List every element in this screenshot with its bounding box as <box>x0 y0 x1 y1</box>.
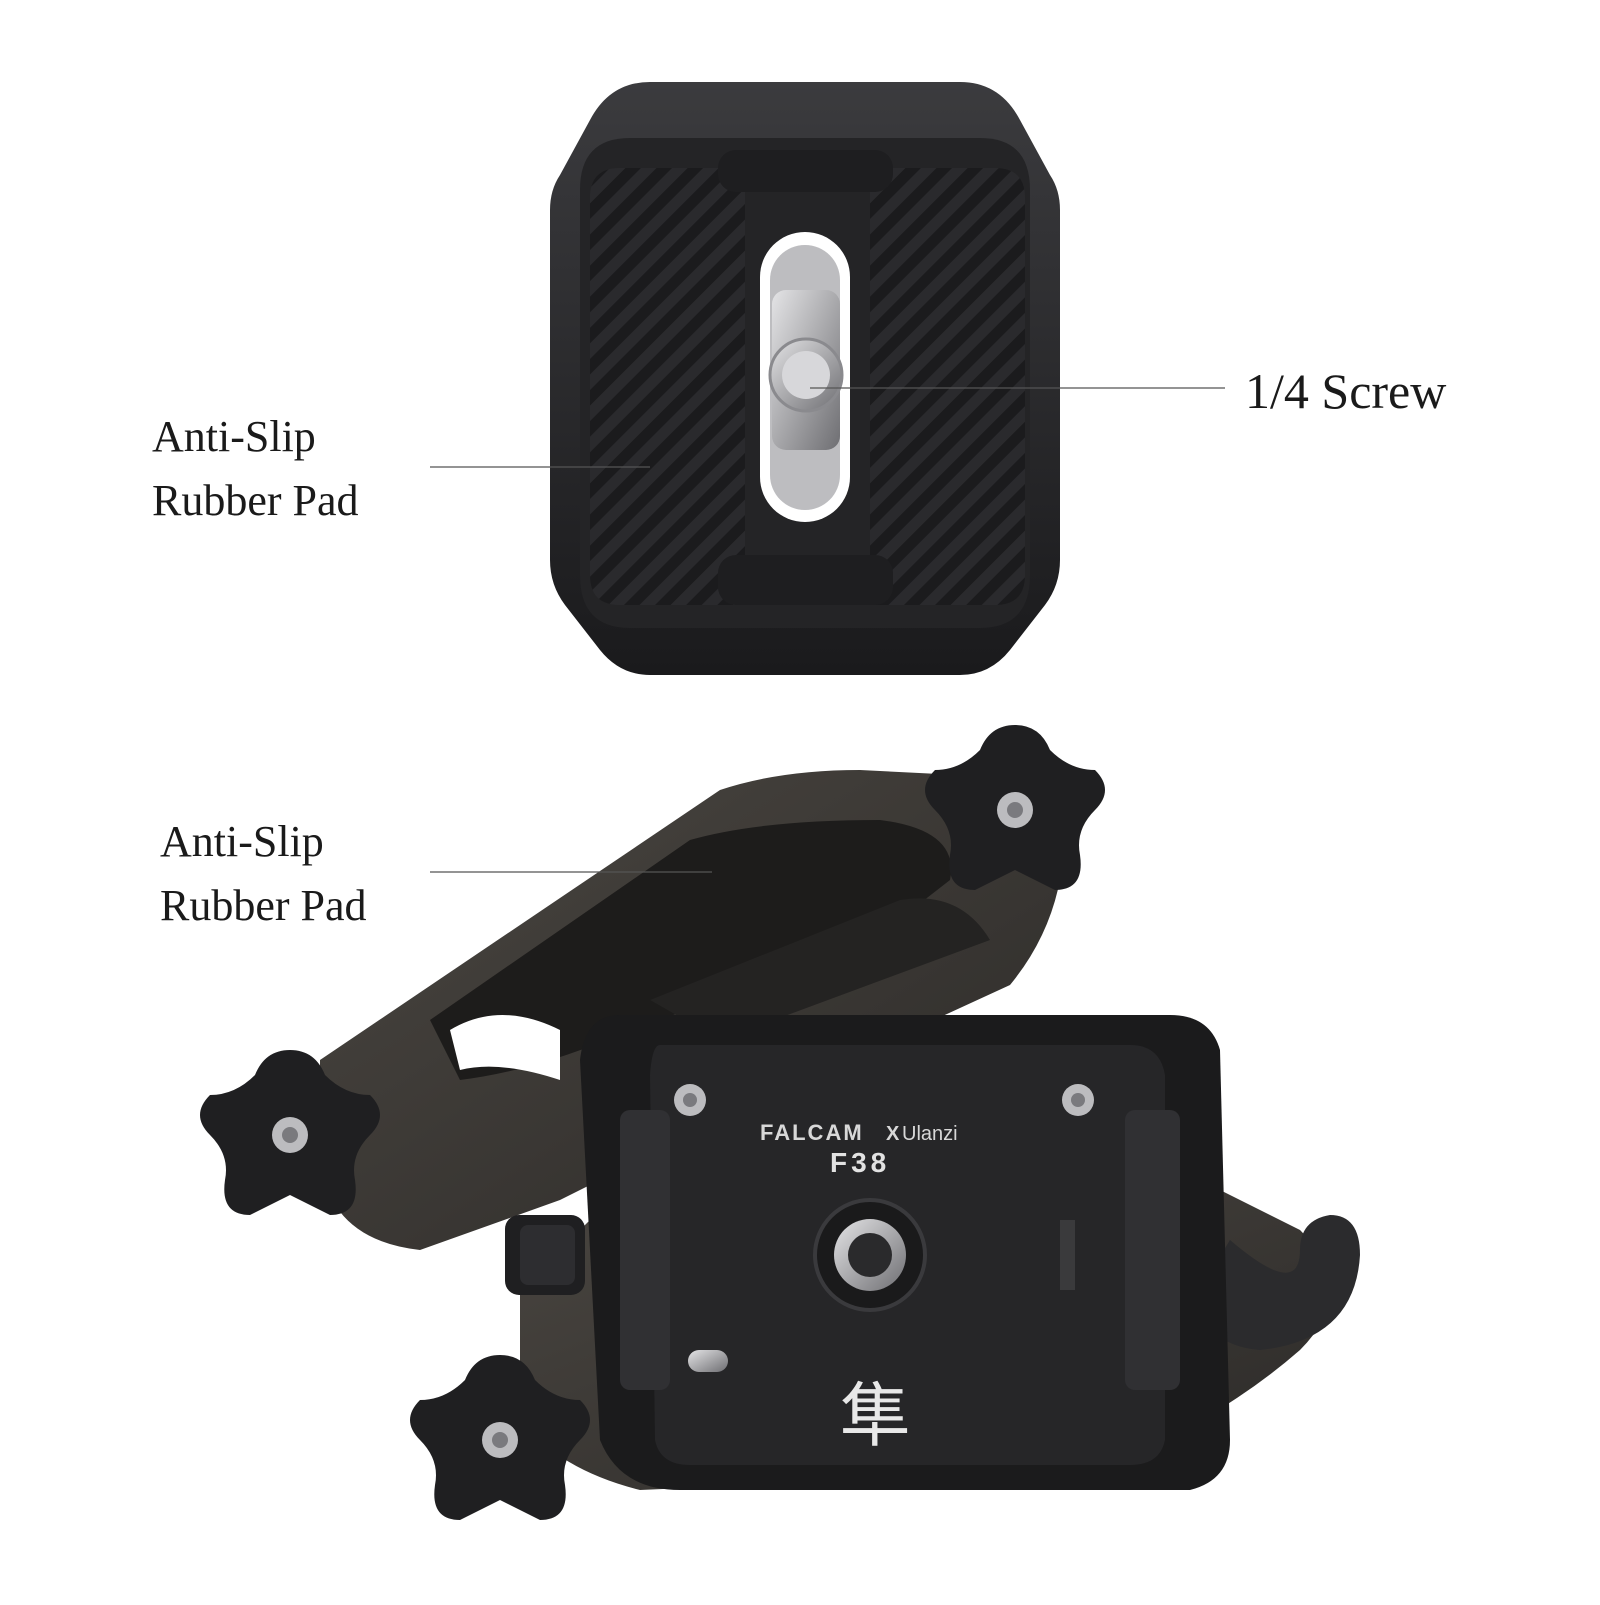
model-text: F38 <box>830 1147 890 1178</box>
callout-top-pad-line2: Rubber Pad <box>152 475 359 525</box>
star-knob-left <box>200 1050 380 1215</box>
screw-icon <box>768 290 844 450</box>
callout-top-pad: Anti-Slip Rubber Pad <box>152 405 359 533</box>
callout-top-pad-line1: Anti-Slip <box>152 412 316 461</box>
brand-text: FALCAM <box>760 1120 864 1145</box>
quick-release-plate <box>550 82 1060 675</box>
rubber-pad-left <box>590 168 745 605</box>
callout-screw: 1/4 Screw <box>1245 355 1446 428</box>
hook <box>1200 1215 1360 1350</box>
callout-bottom-pad-line1: Anti-Slip <box>160 817 324 866</box>
calligraphy-mark: 隼 <box>840 1375 910 1457</box>
brand-x: X <box>886 1123 900 1145</box>
callout-bottom-pad-line2: Rubber Pad <box>160 880 367 930</box>
rubber-pad-arm <box>430 820 952 1080</box>
star-knob-top-right <box>925 725 1105 890</box>
strap-clamp: FALCAM X Ulanzi F38 隼 <box>320 770 1360 1490</box>
star-knob-bottom <box>410 1355 590 1520</box>
brand-partner: Ulanzi <box>902 1123 958 1145</box>
callout-bottom-pad: Anti-Slip Rubber Pad <box>160 810 367 938</box>
rubber-pad-right <box>870 168 1025 605</box>
callout-screw-text: 1/4 Screw <box>1245 363 1447 419</box>
